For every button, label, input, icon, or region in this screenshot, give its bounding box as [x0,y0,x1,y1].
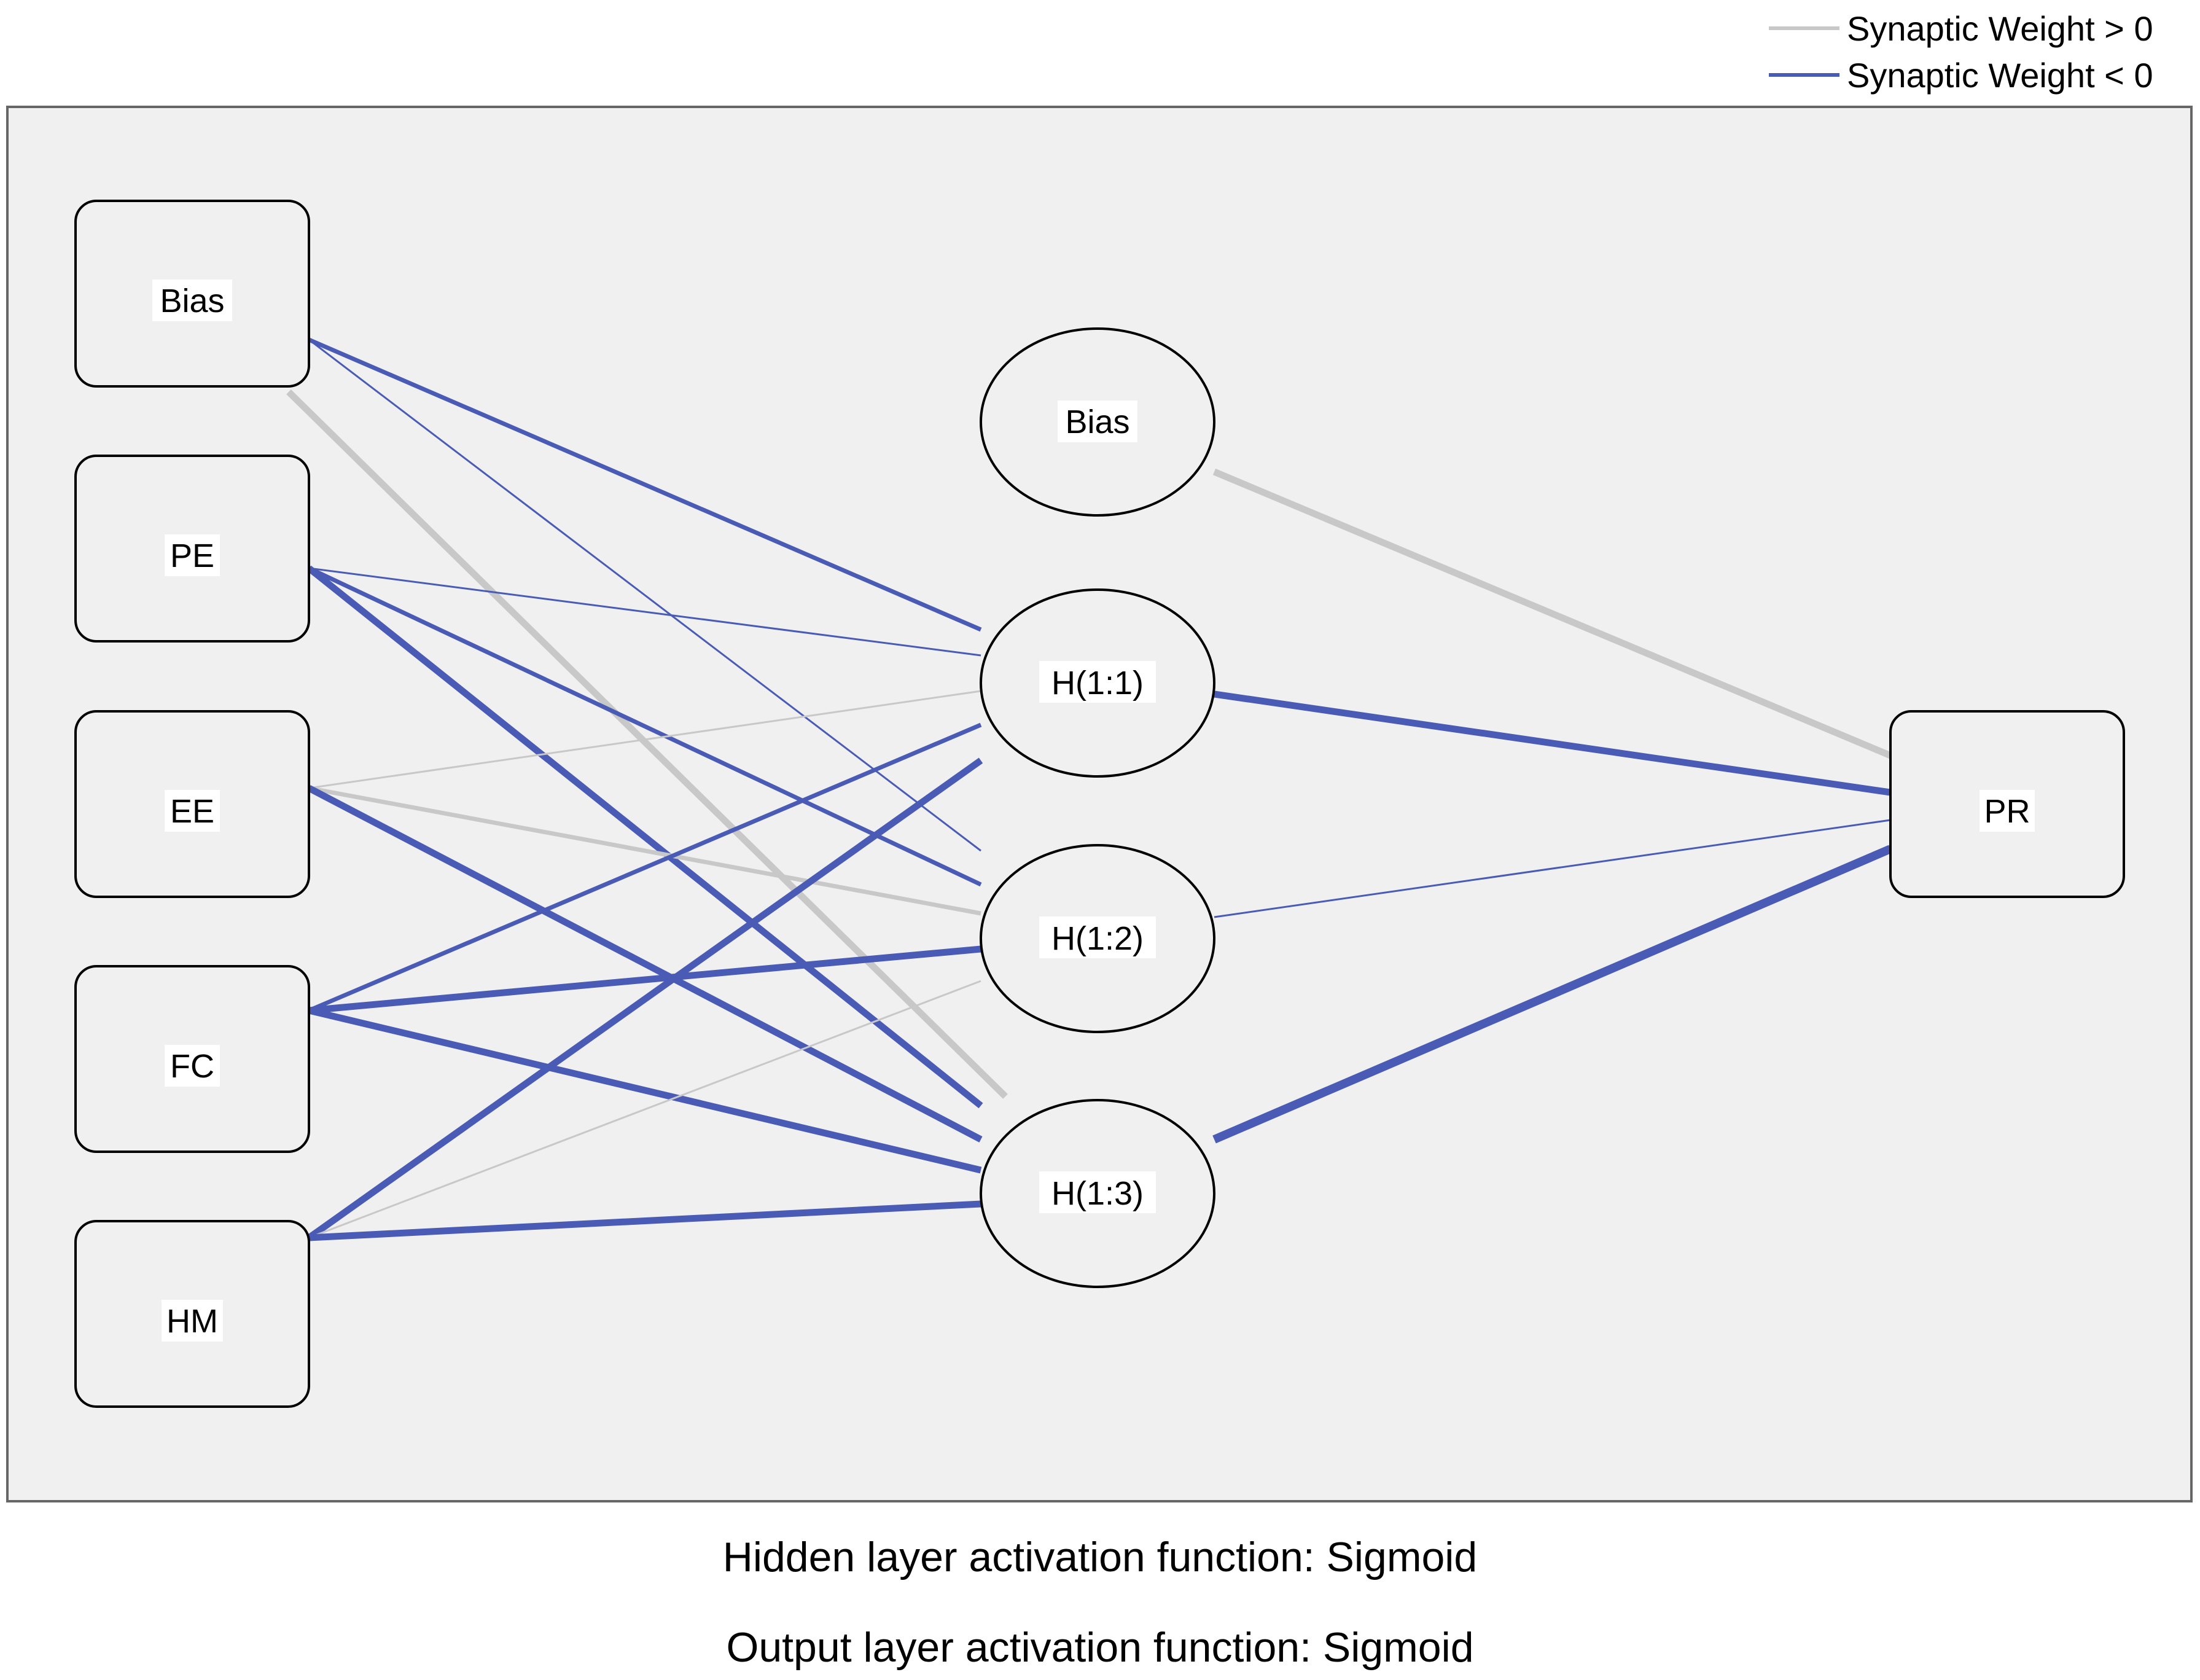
hidden-node-bias: Bias [980,327,1215,517]
hidden-node-h1-label: H(1:1) [1051,665,1144,701]
connection-input-ee-to-hidden-h2 [308,786,981,916]
connection-hidden-h2-to-output-pr [1214,819,1891,918]
input-node-ee: EE [74,710,310,898]
connection-input-hm-to-hidden-h1 [306,757,983,1241]
legend-positive-label: Synaptic Weight > 0 [1847,9,2153,48]
input-node-pe: PE [74,455,310,643]
input-node-bias-label: Bias [160,283,224,319]
connection-hidden-bias-to-output-pr [1212,468,1892,759]
input-node-pe-label: PE [170,537,214,574]
connection-input-pe-to-hidden-h2 [308,566,982,887]
input-layer: Bias PE EE FC HM [74,200,310,1408]
connection-input-pe-to-hidden-h1 [308,567,981,657]
connection-hidden-h3-to-output-pr [1212,845,1892,1144]
hidden-node-bias-label: Bias [1065,404,1129,440]
input-node-fc: FC [74,965,310,1153]
connection-input-fc-to-hidden-h3 [308,1007,982,1174]
connection-input-hm-to-hidden-h3 [308,1200,981,1241]
input-node-hm-label: HM [166,1303,218,1340]
input-node-fc-label: FC [170,1048,214,1085]
connection-input-fc-to-hidden-h1 [308,722,982,1013]
legend-negative-label: Synaptic Weight < 0 [1847,56,2153,95]
hidden-activation-footnote: Hidden layer activation function: Sigmoi… [723,1534,1477,1580]
output-layer: PR [1889,710,2125,898]
output-node-pr-label: PR [1984,793,2030,830]
hidden-node-h3: H(1:3) [980,1099,1215,1288]
input-node-bias: Bias [74,200,310,388]
connection-input-bias-to-hidden-h3 [286,389,1008,1099]
hidden-node-h1: H(1:1) [980,588,1215,778]
connections-layer [286,337,1892,1241]
connection-input-fc-to-hidden-h2 [308,945,981,1014]
hidden-node-h2-label: H(1:2) [1051,920,1144,957]
connection-input-pe-to-hidden-h3 [306,565,983,1109]
hidden-node-h2: H(1:2) [980,844,1215,1033]
connection-input-hm-to-hidden-h2 [308,980,981,1239]
connection-input-bias-to-hidden-h1 [308,337,982,632]
connection-input-ee-to-hidden-h3 [307,785,983,1143]
output-node-pr: PR [1889,710,2125,898]
input-node-hm: HM [74,1220,310,1408]
connection-input-ee-to-hidden-h1 [308,690,981,789]
output-activation-footnote: Output layer activation function: Sigmoi… [726,1624,1473,1671]
input-node-ee-label: EE [170,793,214,830]
hidden-layer: Bias H(1:1) H(1:2) H(1:3) [980,327,1215,1288]
connection-hidden-h1-to-output-pr [1214,690,1891,796]
hidden-node-h3-label: H(1:3) [1051,1175,1144,1212]
connection-input-bias-to-hidden-h2 [308,338,981,852]
legend: Synaptic Weight > 0 Synaptic Weight < 0 [1769,9,2153,95]
